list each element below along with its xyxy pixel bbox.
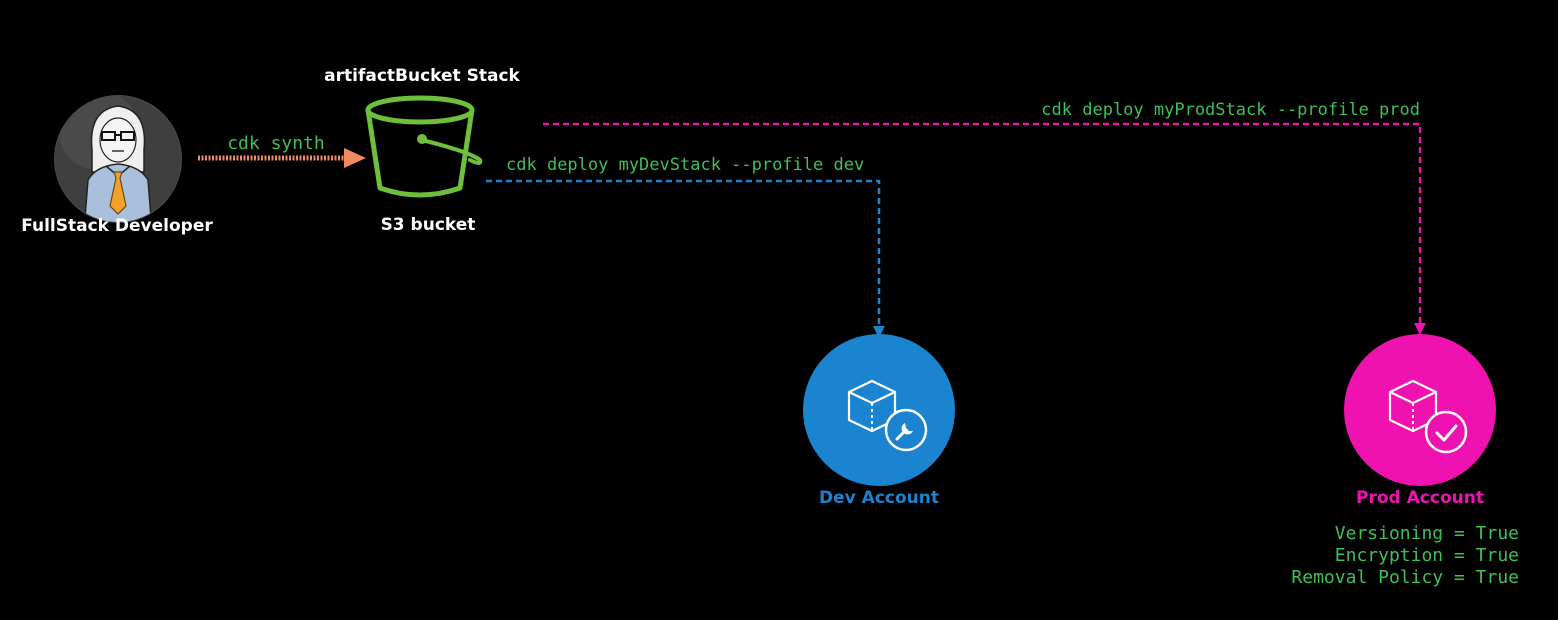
prod-account-node (1344, 334, 1496, 486)
prod-deploy-command: cdk deploy myProdStack --profile prod (1041, 100, 1420, 120)
prod-property-removal-policy: Removal Policy = True (1291, 567, 1519, 588)
developer-label: FullStack Developer (21, 216, 213, 236)
bucket-label: S3 bucket (381, 215, 476, 235)
dev-account-node (803, 334, 955, 486)
s3-bucket-icon (365, 95, 483, 198)
synth-arrow (198, 148, 366, 168)
prod-account-label: Prod Account (1356, 488, 1484, 508)
developer-avatar-icon (54, 95, 182, 223)
cube-check-icon (1388, 379, 1468, 454)
prod-properties-list: Versioning = True Encryption = True Remo… (1291, 523, 1519, 588)
prod-property-encryption: Encryption = True (1335, 545, 1519, 566)
synth-command-label: cdk synth (227, 133, 325, 154)
prod-deploy-arrow (543, 122, 1426, 335)
dev-deploy-command: cdk deploy myDevStack --profile dev (506, 155, 864, 175)
prod-property-versioning: Versioning = True (1335, 523, 1519, 544)
bucket-stack-title: artifactBucket Stack (324, 66, 520, 86)
dev-deploy-arrow (486, 179, 885, 338)
dev-account-label: Dev Account (819, 488, 939, 508)
cube-wrench-icon (847, 379, 928, 452)
